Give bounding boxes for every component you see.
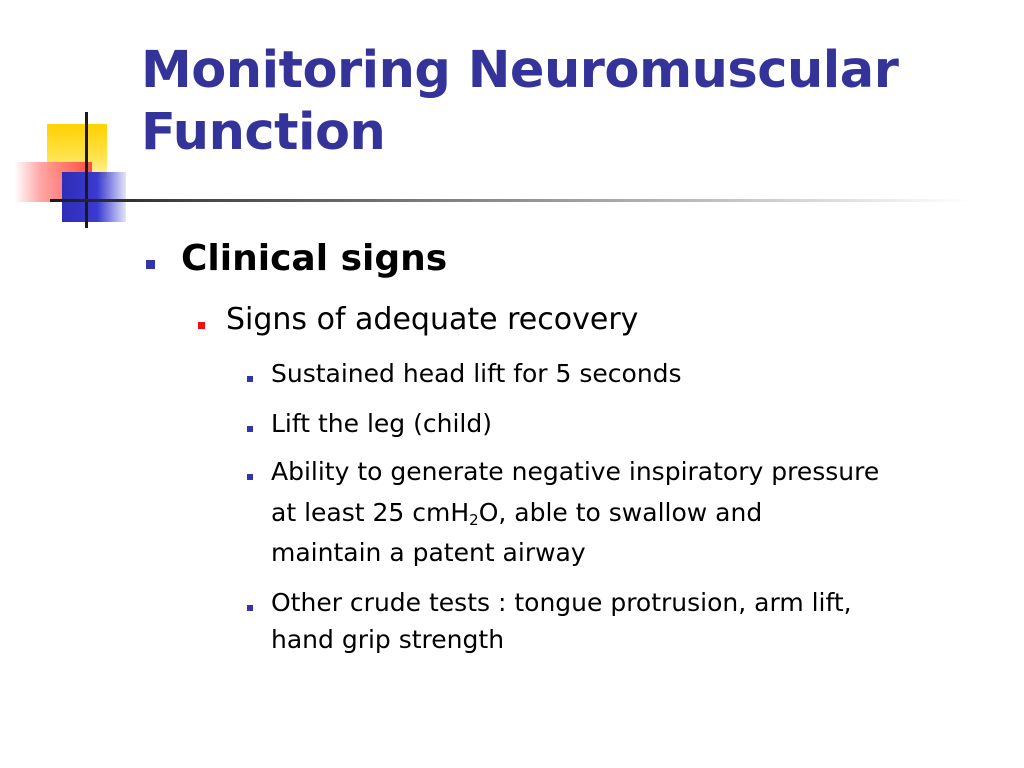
- bullet-lift-leg: Lift the leg (child): [271, 409, 492, 438]
- bullet-pressure-line-2: at least 25 cmH2O, able to swallow and: [271, 493, 762, 533]
- pressure-text-before: at least 25 cmH: [271, 498, 470, 527]
- bullet-level1-clinical-signs: Clinical signs: [181, 238, 448, 279]
- bullet-square-icon: [247, 605, 253, 611]
- bullet-pressure-line-1: Ability to generate negative inspiratory…: [271, 457, 880, 486]
- decorative-vertical-line: [85, 112, 88, 228]
- bullet-square-icon: [247, 426, 253, 432]
- pressure-text-after: O, able to swallow and: [478, 498, 763, 527]
- bullet-head-lift: Sustained head lift for 5 seconds: [271, 359, 682, 388]
- bullet-square-icon: [247, 376, 253, 382]
- bullet-pressure-line-3: maintain a patent airway: [271, 538, 586, 567]
- slide-title-line-1: Monitoring Neuromuscular: [141, 41, 899, 100]
- bullet-square-icon: [247, 474, 253, 480]
- bullet-crude-line-1: Other crude tests : tongue protrusion, a…: [271, 588, 852, 617]
- bullet-crude-line-2: hand grip strength: [271, 625, 505, 654]
- slide-title: Monitoring Neuromuscular Function: [141, 40, 1011, 164]
- pressure-subscript: 2: [469, 511, 479, 529]
- decorative-blue-square: [62, 172, 126, 222]
- title-divider-line: [50, 199, 970, 202]
- bullet-square-icon: [198, 322, 205, 329]
- bullet-square-icon: [146, 260, 155, 269]
- bullet-level2-adequate-recovery: Signs of adequate recovery: [226, 302, 639, 337]
- slide-title-line-2: Function: [141, 103, 386, 162]
